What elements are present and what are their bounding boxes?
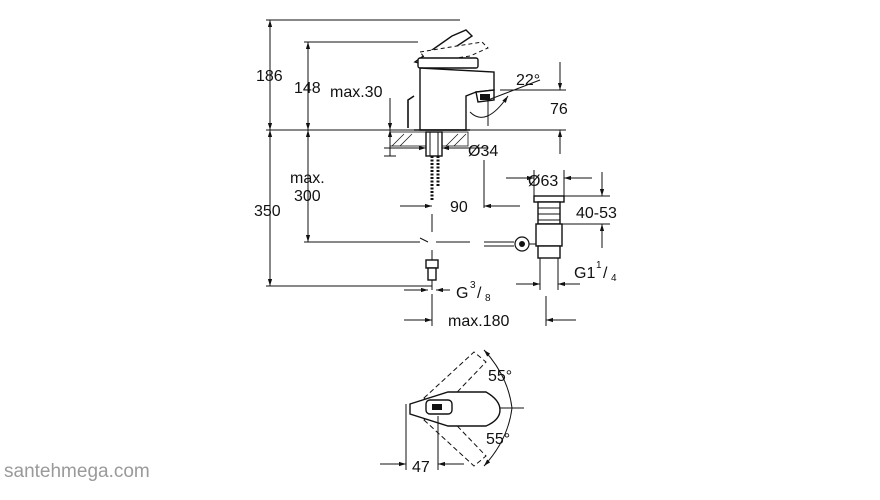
dim-waste-range: 40-53 bbox=[576, 205, 617, 222]
faucet-top-view bbox=[380, 349, 524, 470]
svg-text:/: / bbox=[477, 285, 482, 302]
svg-text:/: / bbox=[603, 265, 608, 282]
dim-top-view-offset: 47 bbox=[412, 459, 430, 476]
dim-waste-diameter: Ø63 bbox=[528, 173, 558, 190]
dim-hole-diameter: Ø34 bbox=[468, 143, 498, 160]
dim-total-height: 186 bbox=[256, 68, 283, 85]
dim-waste-thread: G1 1 / 4 bbox=[574, 260, 617, 284]
dim-supply-thread: G 3 / 8 bbox=[456, 280, 491, 304]
dimension-lines-right bbox=[384, 62, 610, 326]
watermark-text: santehmega.com bbox=[4, 461, 150, 482]
dim-spout-height: 148 bbox=[294, 80, 321, 97]
dim-below-max-line2: 300 bbox=[294, 188, 321, 205]
svg-text:8: 8 bbox=[485, 293, 491, 304]
svg-text:4: 4 bbox=[611, 273, 617, 284]
dim-spout-projection: 76 bbox=[550, 101, 568, 118]
dimension-lines-left bbox=[266, 19, 460, 287]
supply-pipe bbox=[419, 214, 470, 290]
svg-text:G1: G1 bbox=[574, 265, 595, 282]
dim-handle-clearance: max.30 bbox=[330, 84, 383, 101]
worktop-hatching bbox=[389, 131, 469, 200]
dim-rotation-bottom: 55° bbox=[486, 431, 510, 448]
waste-drain bbox=[484, 195, 565, 259]
dim-lever-angle: 22° bbox=[516, 72, 540, 89]
dim-below-max-line1: max. bbox=[290, 170, 325, 187]
svg-text:1: 1 bbox=[596, 260, 602, 271]
dim-rotation-top: 55° bbox=[488, 368, 512, 385]
dim-offset: 90 bbox=[450, 199, 468, 216]
dim-below-height: 350 bbox=[254, 203, 281, 220]
faucet-side-view bbox=[407, 29, 495, 131]
svg-text:3: 3 bbox=[470, 280, 476, 291]
svg-text:G: G bbox=[456, 285, 468, 302]
dim-max-projection: max.180 bbox=[448, 313, 509, 330]
